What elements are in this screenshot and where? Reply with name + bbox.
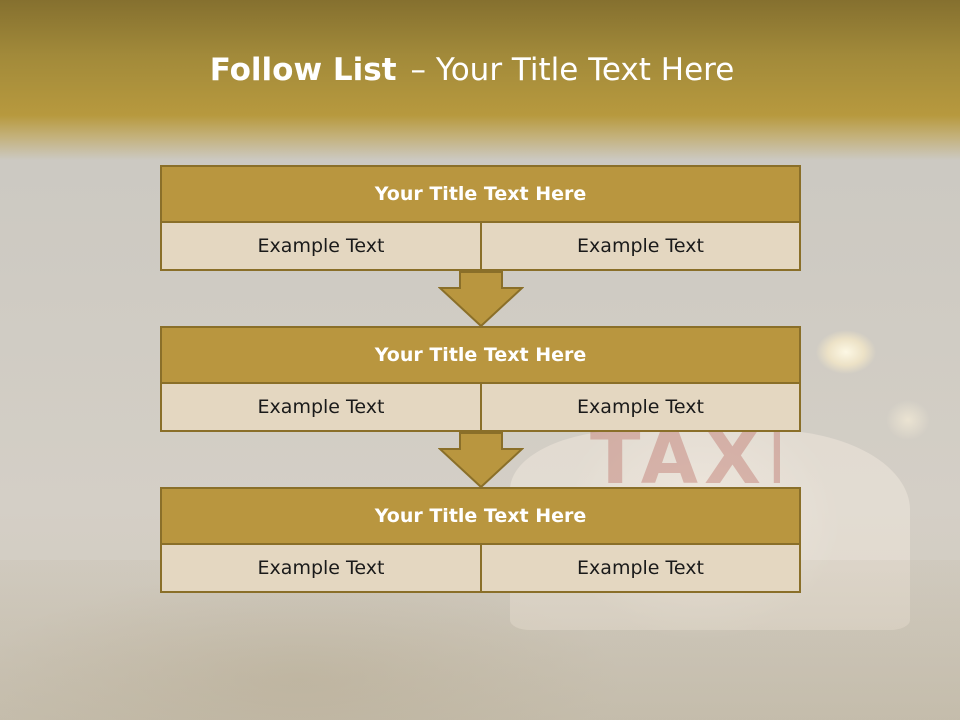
slide-title-rest: – Your Title Text Here [410,52,735,88]
step-cell-left: Example Text [160,221,482,271]
title-band [0,0,960,160]
step-header: Your Title Text Here [160,165,801,223]
step-cell-right: Example Text [480,382,801,432]
down-arrow-icon [438,271,524,328]
step-box-2: Your Title Text Here Example Text Exampl… [160,326,801,432]
step-cell-left: Example Text [160,382,482,432]
slide-title-main: Follow List [209,52,397,88]
step-box-3: Your Title Text Here Example Text Exampl… [160,487,801,593]
step-cell-left: Example Text [160,543,482,593]
step-header: Your Title Text Here [160,487,801,545]
step-cell-right: Example Text [480,221,801,271]
step-header: Your Title Text Here [160,326,801,384]
slide-title: Follow List – Your Title Text Here [0,52,944,88]
step-cell-right: Example Text [480,543,801,593]
step-box-1: Your Title Text Here Example Text Exampl… [160,165,801,271]
down-arrow-icon [438,432,524,489]
